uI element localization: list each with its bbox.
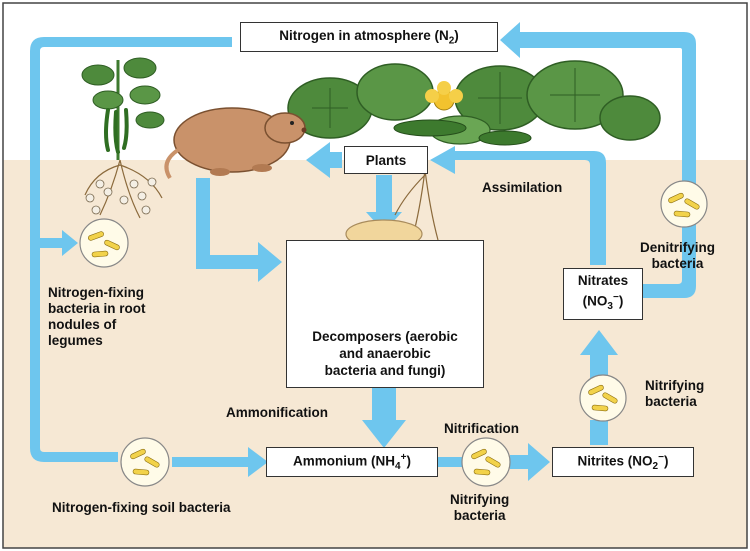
assimilation-label: Assimilation xyxy=(482,180,563,195)
nitrifying-right-label: Nitrifying bacteria xyxy=(645,378,705,409)
arrow-soilbact-to-ammonium xyxy=(172,447,268,477)
root-nodules xyxy=(85,177,157,215)
ammonium-label: Ammonium (NH4+) xyxy=(293,451,411,473)
arrow-decomp-to-ammonium xyxy=(362,388,406,448)
arrow-plants-to-decomposers xyxy=(366,175,402,232)
decomposers-line-1: Decomposers (aerobic xyxy=(312,329,458,344)
arrow-to-root-nodules xyxy=(40,230,78,256)
arrow-assimilation xyxy=(430,146,606,265)
nitrogen-fixing-root-label: Nitrogen-fixing bacteria in root nodules… xyxy=(48,285,146,348)
atmosphere-box: Nitrogen in atmosphere (N2) xyxy=(240,22,498,52)
flower xyxy=(425,81,463,111)
legume-plant xyxy=(81,57,165,160)
arrow-animal-to-decomposers xyxy=(196,178,282,282)
nitrates-line-2: (NO3−) xyxy=(582,292,624,313)
nitrifying-bottom-label: Nitrifying bacteria xyxy=(450,492,510,523)
arrows xyxy=(30,22,696,481)
arrow-nitrites-up xyxy=(590,420,608,445)
arrow-ammonium-to-nitrifying xyxy=(438,457,462,467)
ammonium-box: Ammonium (NH4+) xyxy=(266,447,438,477)
bacteria-circle-nitrifying-bottom xyxy=(461,437,511,487)
decomposers-line-2: and anaerobic xyxy=(339,346,431,361)
leaf-canopy xyxy=(287,60,661,146)
arrow-denitrification xyxy=(500,22,696,298)
arrow-to-nitrites xyxy=(510,443,550,481)
bacteria-circle-denitrifying xyxy=(660,180,708,228)
ammonification-label: Ammonification xyxy=(226,405,329,420)
plants-label: Plants xyxy=(365,152,407,168)
nitrites-label: Nitrites (NO2−) xyxy=(577,451,669,473)
nitrates-line-1: Nitrates xyxy=(577,273,629,289)
animal xyxy=(164,107,307,180)
soil-bacteria-label: Nitrogen-fixing soil bacteria xyxy=(52,500,231,515)
bacteria-circle-nitrifying-right xyxy=(579,374,627,422)
plants-box: Plants xyxy=(344,146,428,174)
decomposers-box: Decomposers (aerobic and anaerobic bacte… xyxy=(286,240,484,388)
bacteria-circle-soil xyxy=(120,437,170,487)
nitrates-box: Nitrates (NO3−) xyxy=(563,268,643,320)
arrow-plants-to-animal xyxy=(306,142,342,178)
denitrifying-label: Denitrifying bacteria xyxy=(640,240,716,271)
legume-roots xyxy=(84,159,163,219)
nitrification-label: Nitrification xyxy=(444,421,520,436)
nitrites-box: Nitrites (NO2−) xyxy=(552,447,694,477)
arrow-to-nitrates xyxy=(580,330,618,380)
bacteria-circle-root-nodules xyxy=(79,218,129,268)
decomposers-line-3: bacteria and fungi) xyxy=(324,363,446,378)
atmosphere-label: Nitrogen in atmosphere (N2) xyxy=(279,27,459,47)
